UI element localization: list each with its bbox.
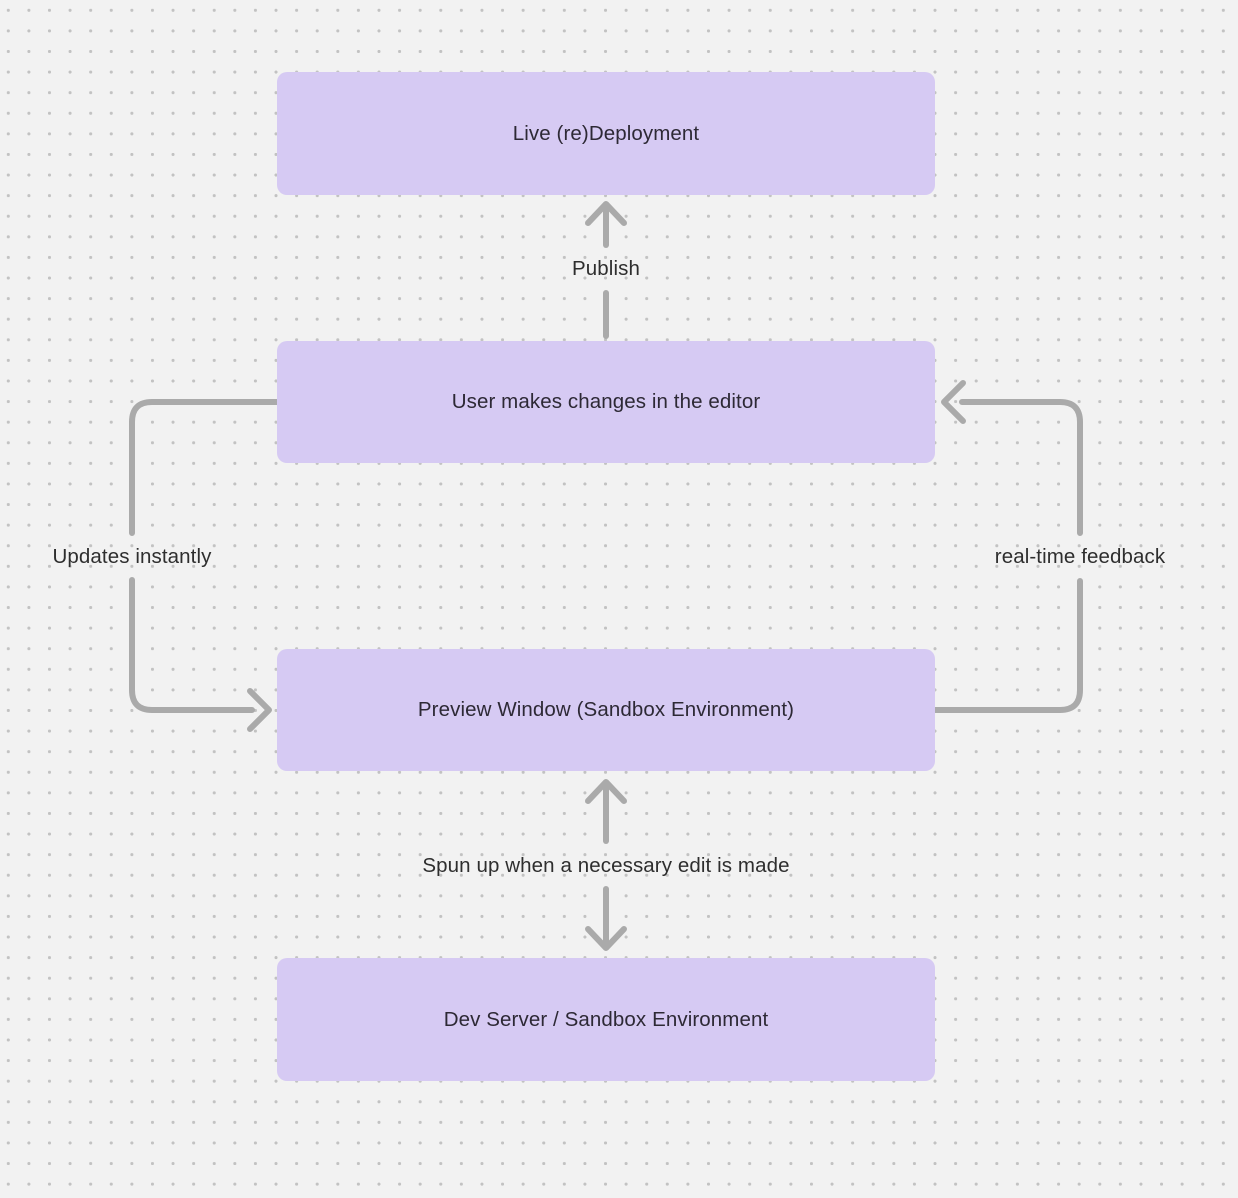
node-dev-server-label: Dev Server / Sandbox Environment xyxy=(443,1007,769,1031)
edge-feedback-segment-top xyxy=(959,399,1083,536)
edge-updates-segment-bottom xyxy=(129,577,255,713)
arrowhead-up-icon xyxy=(585,779,627,804)
edge-label-spun-up: Spun up when a necessary edit is made xyxy=(422,854,790,877)
node-user-edits-label: User makes changes in the editor xyxy=(451,390,761,413)
node-preview-window-label: Preview Window (Sandbox Environment) xyxy=(417,698,795,721)
node-user-edits: User makes changes in the editor xyxy=(277,341,935,463)
edge-feedback-segment-bottom xyxy=(932,578,1083,713)
node-preview-window: Preview Window (Sandbox Environment) xyxy=(277,649,935,771)
node-live-redeployment: Live (re)Deployment xyxy=(277,72,935,195)
node-live-redeployment-label: Live (re)Deployment xyxy=(512,121,700,145)
edge-updates-segment-top xyxy=(129,399,280,536)
edge-label-real-time-feedback: real-time feedback xyxy=(994,545,1166,568)
edge-label-publish: Publish xyxy=(572,257,640,280)
arrowhead-up-icon xyxy=(585,201,627,226)
arrowhead-down-icon xyxy=(585,926,627,951)
edge-label-updates-instantly: Updates instantly xyxy=(52,545,212,568)
arrowhead-right-icon xyxy=(247,688,272,732)
node-dev-server: Dev Server / Sandbox Environment xyxy=(277,958,935,1081)
arrowhead-left-icon xyxy=(941,380,966,424)
